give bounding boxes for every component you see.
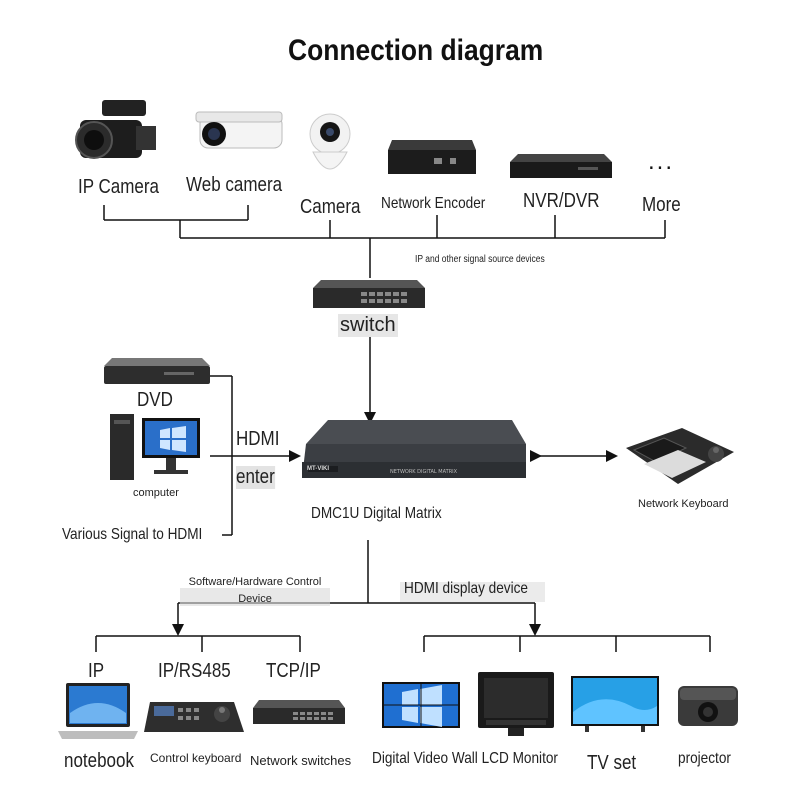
control-branch-label: Software/Hardware Control Device (188, 576, 322, 605)
video-wall-icon (382, 682, 460, 728)
matrix-label: DMC1U Digital Matrix (311, 505, 442, 522)
network-encoder-label: Network Encoder (381, 195, 486, 212)
more-dots-icon: ... (648, 148, 675, 175)
various-signal-label: Various Signal to HDMI (62, 526, 203, 543)
ip-protocol-label: IP (88, 660, 105, 682)
notebook-icon (58, 683, 138, 739)
svg-text:NETWORK DIGITAL MATRIX: NETWORK DIGITAL MATRIX (390, 469, 458, 475)
matrix-brand: MT-VIKI (307, 466, 329, 472)
web-camera-icon (195, 111, 283, 149)
control-keyboard-label: Control keyboard (150, 751, 242, 765)
lcd-monitor-icon (478, 672, 554, 736)
network-switches-icon (253, 700, 345, 724)
dvd-label: DVD (137, 389, 173, 411)
switch-label: switch (338, 314, 398, 337)
digital-matrix-icon: NETWORK DIGITAL MATRIX (302, 420, 526, 478)
tcp-ip-protocol-label: TCP/IP (266, 660, 321, 682)
notebook-label: notebook (64, 750, 134, 772)
camera-label: Camera (300, 196, 361, 218)
ip-camera-icon (75, 100, 156, 159)
dvd-player-icon (104, 358, 210, 384)
network-switches-label: Network switches (250, 753, 352, 768)
diagram-title: Connection diagram (288, 34, 544, 67)
network-switch-icon (313, 280, 425, 308)
nvr-dvr-label: NVR/DVR (523, 190, 600, 212)
network-encoder-icon (388, 140, 476, 174)
video-wall-label: Digital Video Wall LCD Monitor (372, 750, 558, 767)
source-group-caption: IP and other signal source devices (415, 254, 545, 265)
tv-set-label: TV set (587, 752, 637, 774)
hdmi-label: HDMI (236, 428, 280, 450)
tv-set-icon (571, 676, 659, 732)
control-keyboard-icon (144, 702, 244, 732)
control-branch-label-line1: Software/Hardware Control Device (185, 574, 325, 608)
projector-label: projector (678, 750, 731, 767)
enter-label: enter (236, 466, 275, 489)
network-keyboard-icon (626, 428, 734, 484)
ip-rs485-protocol-label: IP/RS485 (158, 660, 231, 682)
web-camera-label: Web camera (186, 174, 283, 196)
more-label: More (642, 194, 681, 216)
computer-label: computer (133, 487, 179, 499)
nvr-dvr-icon (510, 154, 612, 178)
display-branch-label: HDMI display device (404, 580, 528, 597)
projector-icon (678, 686, 738, 726)
computer-icon (110, 414, 200, 480)
network-keyboard-label: Network Keyboard (638, 498, 729, 510)
camera-icon (309, 113, 351, 170)
ip-camera-label: IP Camera (78, 176, 159, 198)
